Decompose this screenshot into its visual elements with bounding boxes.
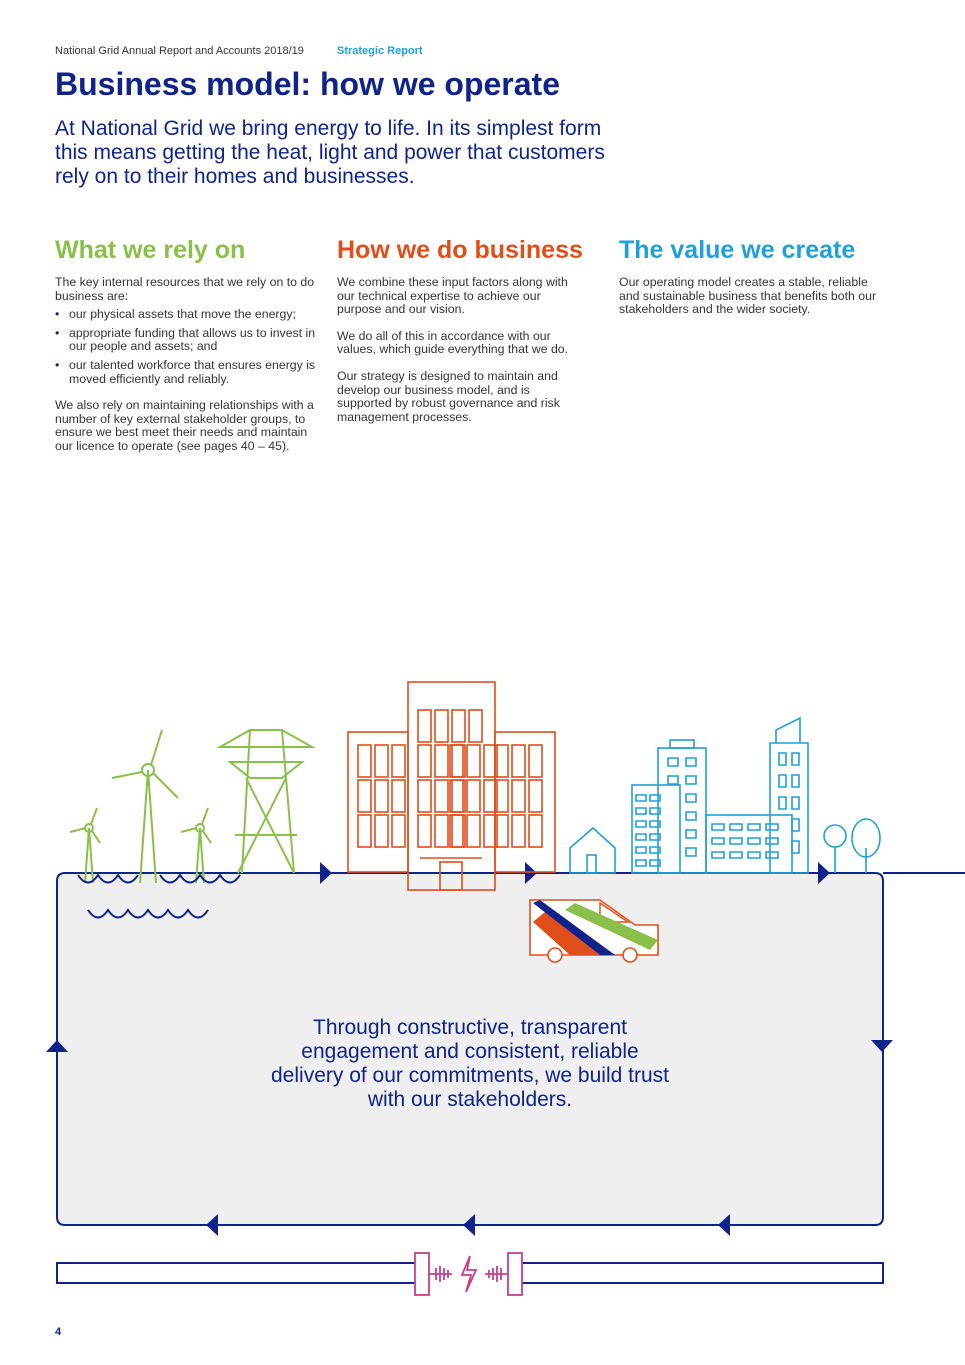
page-number: 4 xyxy=(55,1326,62,1338)
paragraph: We do all of this in accordance with our… xyxy=(337,328,569,357)
heading-what-we-rely-on: What we rely on xyxy=(55,236,246,264)
arrow-left-icon xyxy=(718,1214,730,1236)
report-title: National Grid Annual Report and Accounts… xyxy=(55,45,304,57)
paragraph: We also rely on maintaining relationship… xyxy=(55,398,314,453)
resource-list: our physical assets that move the energy… xyxy=(55,308,317,386)
heading-value-we-create: The value we create xyxy=(619,236,856,264)
arrow-right-icon xyxy=(320,862,332,884)
page-title: Business model: how we operate xyxy=(55,66,560,102)
arrow-up-icon xyxy=(46,1040,68,1052)
trees-icon xyxy=(823,818,881,873)
trust-statement: Through constructive, transparent engage… xyxy=(271,1016,669,1111)
section-label: Strategic Report xyxy=(337,45,423,57)
pylon-icon xyxy=(216,729,316,874)
paragraph: The key internal resources that we rely … xyxy=(55,275,315,303)
column-how-we-do-business: We combine these input factors along wit… xyxy=(337,275,582,437)
list-item: our physical assets that move the energy… xyxy=(55,308,317,322)
intro-text: At National Grid we bring energy to life… xyxy=(55,117,605,188)
column-value-we-create: Our operating model creates a stable, re… xyxy=(619,275,881,330)
interconnector-bar xyxy=(56,1252,884,1296)
arrow-left-icon xyxy=(206,1214,218,1236)
arrow-down-icon xyxy=(871,1040,893,1052)
office-buildings-icon xyxy=(347,681,556,891)
arrow-left-icon xyxy=(463,1214,475,1236)
list-item: appropriate funding that allows us to in… xyxy=(55,326,317,354)
arrow-right-icon xyxy=(525,862,537,884)
cycle-panel xyxy=(46,862,965,1236)
interconnector-icon xyxy=(414,1252,523,1296)
wind-turbines-icon xyxy=(69,729,212,884)
paragraph: Our strategy is designed to maintain and… xyxy=(337,368,560,424)
waves-icon xyxy=(77,873,241,919)
city-buildings-icon xyxy=(569,716,809,874)
van-icon xyxy=(529,899,659,963)
list-item: our talented workforce that ensures ener… xyxy=(55,358,317,386)
paragraph: Our operating model creates a stable, re… xyxy=(619,275,877,317)
arrow-right-icon xyxy=(818,862,830,884)
column-rely-on: The key internal resources that we rely … xyxy=(55,275,317,467)
heading-how-we-do-business: How we do business xyxy=(337,236,583,264)
paragraph: We combine these input factors along wit… xyxy=(337,275,568,317)
